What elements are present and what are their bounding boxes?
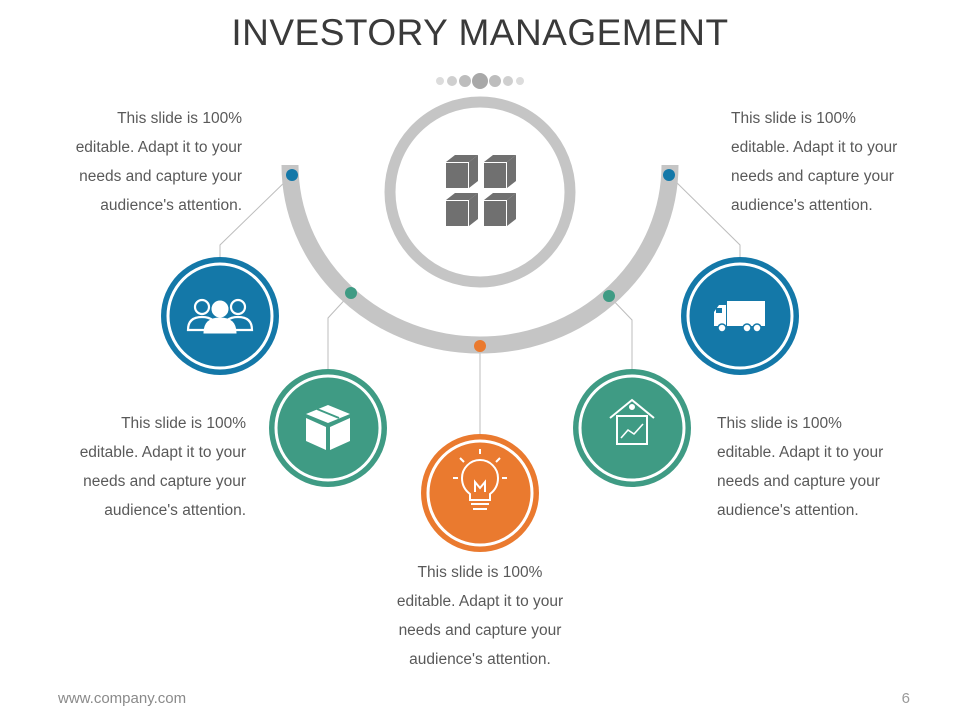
center-ring xyxy=(384,96,576,288)
connector-lines xyxy=(219,174,741,436)
description-bottom-center: This slide is 100% editable. Adapt it to… xyxy=(383,558,577,674)
description-line: needs and capture your xyxy=(79,168,242,185)
lightbulb-icon xyxy=(453,449,507,510)
description-line: audience's attention. xyxy=(409,651,551,668)
description-line: needs and capture your xyxy=(83,473,246,490)
page-number: 6 xyxy=(901,690,910,707)
description-line: needs and capture your xyxy=(717,473,880,490)
description-top-left: This slide is 100% editable. Adapt it to… xyxy=(52,104,242,220)
inventory-boxes-icon xyxy=(446,155,516,226)
arc-node-bottom-center xyxy=(474,340,486,352)
description-line: audience's attention. xyxy=(731,197,873,214)
slide-title: INVESTORY MANAGEMENT xyxy=(231,12,729,53)
description-line: editable. Adapt it to your xyxy=(717,444,884,461)
footer-url[interactable]: www.company.com xyxy=(58,690,187,707)
arc-node-bottom-right xyxy=(603,290,615,302)
description-line: This slide is 100% xyxy=(717,415,842,432)
description-line: This slide is 100% xyxy=(117,110,242,127)
description-top-right: This slide is 100% editable. Adapt it to… xyxy=(731,104,921,220)
description-line: audience's attention. xyxy=(717,502,859,519)
circle-package xyxy=(269,369,387,487)
description-line: needs and capture your xyxy=(731,168,894,185)
description-line: audience's attention. xyxy=(104,502,246,519)
circle-lightbulb xyxy=(421,434,539,552)
truck-icon xyxy=(714,301,765,333)
arc-node-top-right xyxy=(663,169,675,181)
description-line: editable. Adapt it to your xyxy=(731,139,898,156)
arc-node-top-left xyxy=(286,169,298,181)
circle-house-chart xyxy=(573,369,691,487)
description-line: audience's attention. xyxy=(100,197,242,214)
description-bottom-left: This slide is 100% editable. Adapt it to… xyxy=(56,409,246,525)
description-line: This slide is 100% xyxy=(731,110,856,127)
description-line: editable. Adapt it to your xyxy=(75,139,242,156)
package-icon xyxy=(306,405,350,450)
arc-node-bottom-left xyxy=(345,287,357,299)
description-line: editable. Adapt it to your xyxy=(396,593,564,610)
house-chart-icon xyxy=(609,398,655,445)
description-line: editable. Adapt it to your xyxy=(79,444,246,461)
description-line: This slide is 100% xyxy=(417,564,543,581)
description-line: This slide is 100% xyxy=(121,415,246,432)
team-icon xyxy=(186,298,254,334)
description-bottom-right: This slide is 100% editable. Adapt it to… xyxy=(717,409,907,525)
description-line: needs and capture your xyxy=(398,622,562,639)
decorative-dots xyxy=(436,73,524,89)
